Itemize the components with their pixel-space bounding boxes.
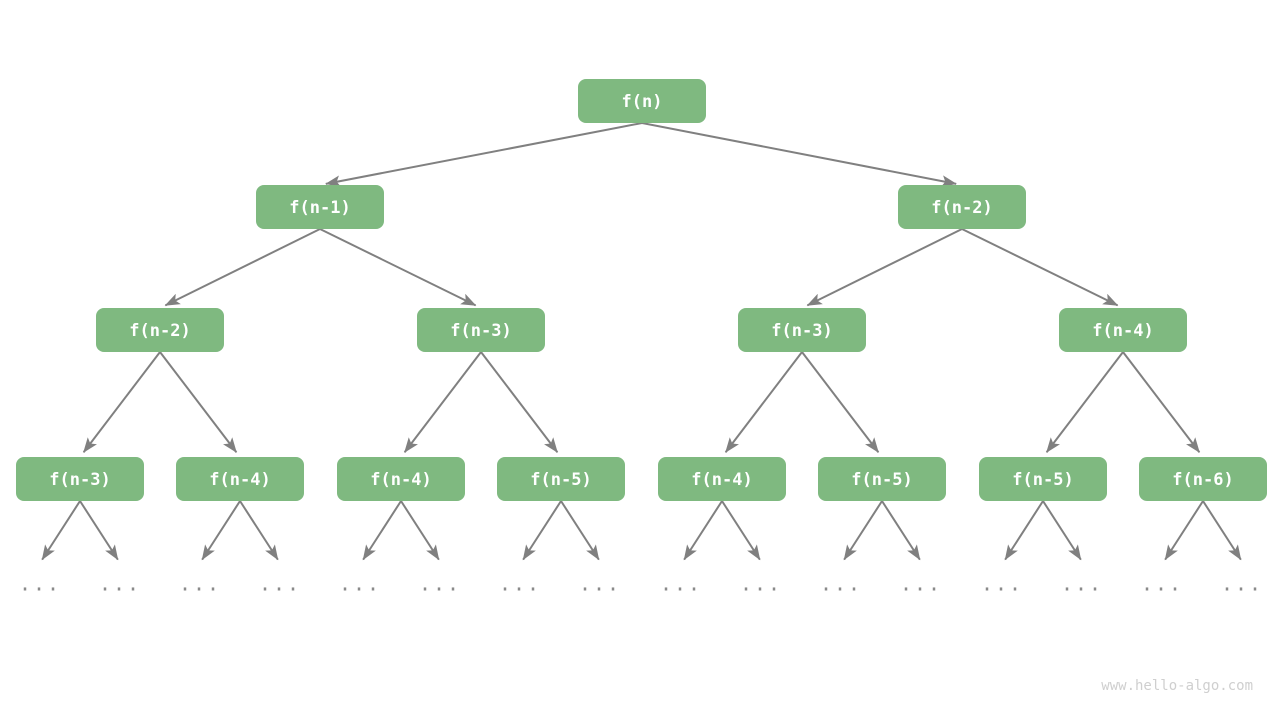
tree-node: f(n-4): [176, 457, 304, 501]
node-label: f(n): [622, 92, 663, 112]
ellipsis-marker: ...: [579, 572, 621, 596]
tree-edge: [164, 228, 321, 307]
tree-edge: [1045, 351, 1124, 453]
tree-node: f(n-4): [1059, 308, 1187, 352]
ellipsis-marker: ...: [1061, 572, 1103, 596]
tree-edge: [1122, 351, 1201, 453]
leaf-stub-arrow: [201, 500, 241, 561]
tree-node: f(n-1): [256, 185, 384, 229]
ellipsis-marker: ...: [499, 572, 541, 596]
node-box: [16, 457, 144, 501]
tree-edge: [641, 122, 957, 187]
leaf-stub-arrow: [843, 500, 883, 561]
ellipsis-marker: ...: [259, 572, 301, 596]
leaf-stub-arrow: [522, 500, 562, 561]
ellipsis-marker: ...: [660, 572, 702, 596]
tree-node: f(n-3): [16, 457, 144, 501]
node-label: f(n-6): [1172, 470, 1233, 490]
tree-edge: [801, 351, 880, 453]
tree-edge: [403, 351, 482, 453]
tree-node: f(n-5): [818, 457, 946, 501]
node-label: f(n-3): [771, 321, 832, 341]
watermark: www.hello-algo.com: [1101, 678, 1253, 694]
leaf-stub-arrow: [1202, 500, 1242, 561]
node-label: f(n-5): [851, 470, 912, 490]
tree-node: f(n-2): [96, 308, 224, 352]
ellipsis-marker: ...: [1141, 572, 1183, 596]
leaf-stub-arrow: [239, 500, 279, 561]
node-box: [898, 185, 1026, 229]
leaf-stub-arrow: [1042, 500, 1082, 561]
ellipsis-marker: ...: [740, 572, 782, 596]
node-box: [979, 457, 1107, 501]
node-label: f(n-3): [450, 321, 511, 341]
leaf-stub-arrow: [1164, 500, 1204, 561]
node-box: [497, 457, 625, 501]
node-label: f(n-4): [1092, 321, 1153, 341]
node-label: f(n-1): [289, 198, 350, 218]
node-box: [1139, 457, 1267, 501]
tree-node: f(n): [578, 79, 706, 123]
tree-edge: [961, 228, 1119, 307]
node-label: f(n-5): [1012, 470, 1073, 490]
leaf-stub-arrow: [560, 500, 600, 561]
leaf-stub-arrow: [400, 500, 440, 561]
ellipsis-row: ........................................…: [19, 572, 1263, 596]
tree-edge: [806, 228, 963, 307]
tree-node: f(n-6): [1139, 457, 1267, 501]
ellipsis-marker: ...: [820, 572, 862, 596]
leaf-stub-arrow: [79, 500, 119, 561]
node-box: [578, 79, 706, 123]
tree-node: f(n-4): [337, 457, 465, 501]
ellipsis-marker: ...: [179, 572, 221, 596]
node-box: [658, 457, 786, 501]
node-box: [176, 457, 304, 501]
tree-node: f(n-3): [738, 308, 866, 352]
leaf-stub-arrow: [41, 500, 81, 561]
node-box: [417, 308, 545, 352]
node-box: [738, 308, 866, 352]
ellipsis-marker: ...: [1221, 572, 1263, 596]
leaf-stub-arrow: [683, 500, 723, 561]
node-label: f(n-3): [49, 470, 110, 490]
nodes-layer: f(n) f(n-1) f(n-2) f(n-2) f(n-3) f(n-3) f(n-4)…: [16, 79, 1267, 501]
tree-edge: [325, 122, 643, 187]
tree-node: f(n-3): [417, 308, 545, 352]
node-box: [337, 457, 465, 501]
ellipsis-marker: ...: [19, 572, 61, 596]
ellipsis-marker: ...: [99, 572, 141, 596]
edges-layer: [82, 122, 1201, 453]
node-label: f(n-4): [370, 470, 431, 490]
ellipsis-marker: ...: [900, 572, 942, 596]
leaf-stub-arrow: [1004, 500, 1044, 561]
node-label: f(n-5): [530, 470, 591, 490]
ellipsis-marker: ...: [981, 572, 1023, 596]
leaf-stub-arrow: [881, 500, 921, 561]
tree-edge: [724, 351, 803, 453]
node-label: f(n-4): [209, 470, 270, 490]
node-box: [96, 308, 224, 352]
node-label: f(n-2): [129, 321, 190, 341]
tree-node: f(n-5): [497, 457, 625, 501]
node-box: [818, 457, 946, 501]
ellipsis-marker: ...: [419, 572, 461, 596]
ellipsis-marker: ...: [339, 572, 381, 596]
node-label: f(n-2): [931, 198, 992, 218]
tree-node: f(n-2): [898, 185, 1026, 229]
node-box: [1059, 308, 1187, 352]
tree-edge: [82, 351, 161, 453]
tree-edge: [159, 351, 238, 453]
tree-node: f(n-5): [979, 457, 1107, 501]
leaf-stub-arrows-layer: [41, 500, 1242, 561]
tree-node: f(n-4): [658, 457, 786, 501]
leaf-stub-arrow: [362, 500, 402, 561]
node-label: f(n-4): [691, 470, 752, 490]
leaf-stub-arrow: [721, 500, 761, 561]
tree-edge: [319, 228, 477, 307]
tree-edge: [480, 351, 559, 453]
node-box: [256, 185, 384, 229]
